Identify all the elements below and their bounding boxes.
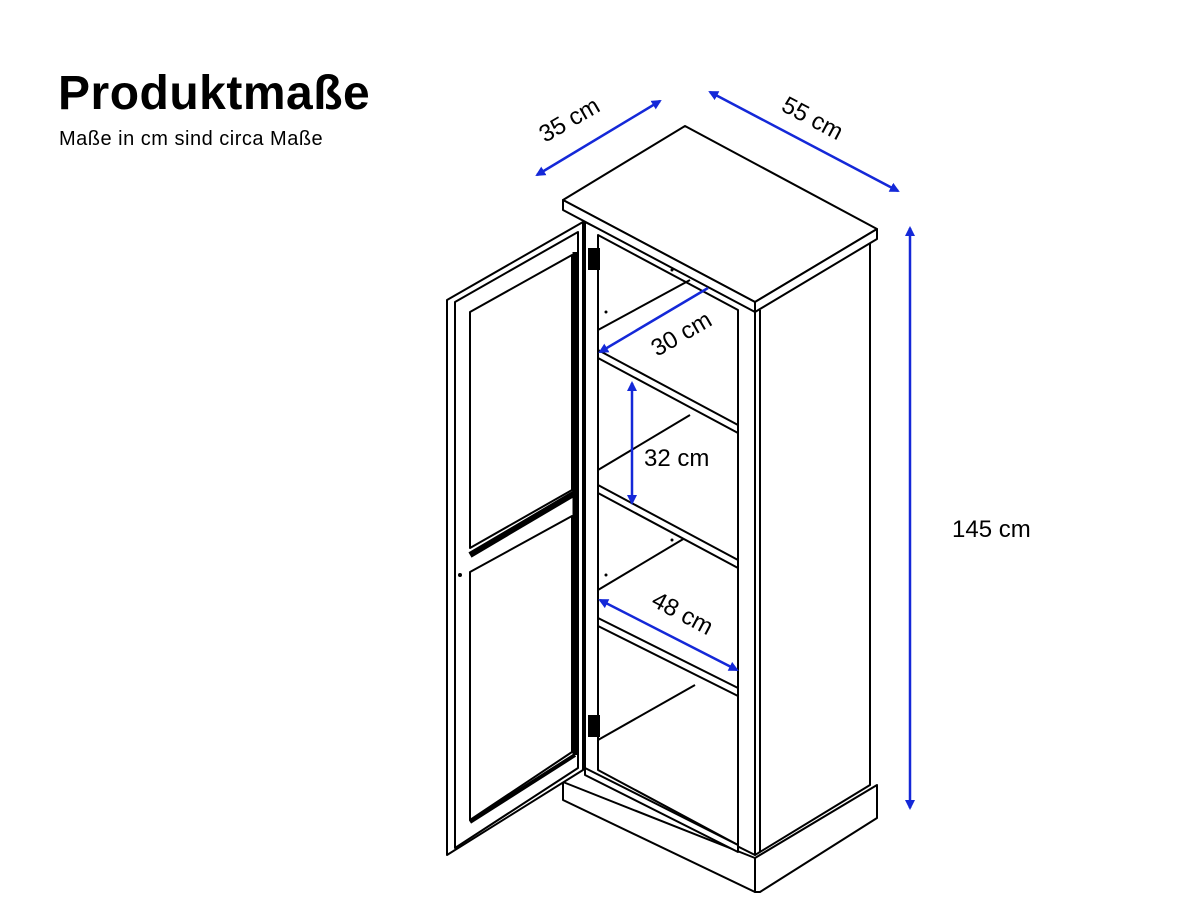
hinge-top — [588, 248, 600, 270]
cabinet-bottom — [584, 767, 739, 853]
height-label: 145 cm — [952, 516, 1031, 543]
shelf — [597, 484, 739, 569]
page-title: Produktmaße — [58, 67, 371, 120]
shelf — [597, 349, 739, 434]
cabinet-side-panel — [754, 234, 871, 856]
cabinet-base — [562, 781, 878, 893]
shelf-depth-arrow — [598, 286, 709, 354]
depth-arrow — [535, 99, 662, 177]
cabinet-door[interactable] — [446, 221, 584, 856]
shelf-spacing-label: 32 cm — [644, 445, 709, 472]
cabinet-interior — [584, 221, 756, 856]
width-label: 55 cm — [777, 91, 847, 146]
subtitle: Maße in cm sind circa Maße — [59, 128, 324, 150]
width-arrow — [708, 90, 900, 193]
shelf-width-arrow — [598, 598, 739, 672]
hinge-bottom — [588, 715, 600, 737]
